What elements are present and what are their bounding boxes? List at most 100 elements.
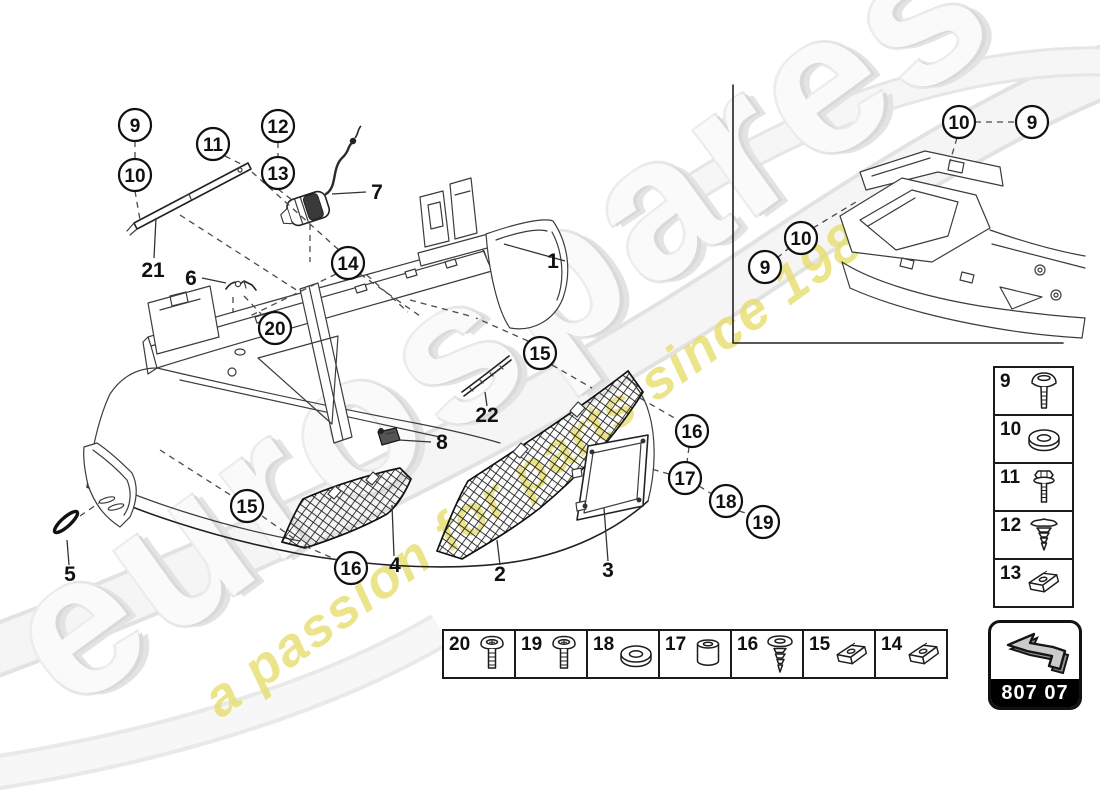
callout-10[interactable]: 10 [117, 157, 153, 193]
callout-19[interactable]: 19 [745, 504, 781, 540]
detail-callout-10-top[interactable]: 10 [941, 104, 977, 140]
callout-11[interactable]: 11 [195, 126, 231, 162]
side-fastener-legend: 9 10 11 12 13 [993, 366, 1074, 608]
callout-12[interactable]: 12 [260, 108, 296, 144]
button-head-screw-icon [1031, 372, 1057, 409]
part-21-trim-rail [126, 162, 252, 236]
part-5-strip [52, 509, 80, 535]
part-3-plate [571, 434, 649, 521]
legend-num: 12 [1000, 515, 1022, 536]
bumper-body-drawing [83, 177, 655, 568]
svg-text:9: 9 [1027, 113, 1038, 134]
svg-text:19: 19 [752, 513, 773, 534]
callout-13[interactable]: 13 [260, 155, 296, 191]
legend-cell-17[interactable]: 17 [658, 631, 730, 677]
svg-text:13: 13 [267, 164, 288, 185]
push-rivet-icon [1030, 518, 1058, 551]
callout-20[interactable]: 20 [257, 310, 293, 346]
svg-text:16: 16 [340, 559, 361, 580]
hex-flange-bolt-icon [1033, 470, 1055, 503]
svg-text:18: 18 [715, 492, 736, 513]
diagram-arrow-icon [991, 623, 1079, 679]
svg-text:16: 16 [681, 422, 702, 443]
legend-cell-19[interactable]: 19 [514, 631, 586, 677]
part-label-1: 1 [547, 250, 559, 273]
part-label-6: 6 [185, 267, 197, 290]
legend-num: 10 [1000, 419, 1022, 440]
part-label-5: 5 [64, 563, 76, 586]
svg-text:11: 11 [203, 135, 224, 156]
callout-9[interactable]: 9 [117, 107, 153, 143]
legend-num: 18 [593, 634, 615, 655]
page-code-box[interactable]: 807 07 [988, 620, 1082, 710]
callout-16-lower[interactable]: 16 [333, 550, 369, 586]
part-4-grille [280, 467, 413, 549]
callout-16-upper[interactable]: 16 [674, 413, 710, 449]
detail-view [732, 84, 1086, 344]
legend-num: 15 [809, 634, 831, 655]
washer-icon [620, 645, 652, 668]
callout-14[interactable]: 14 [330, 245, 366, 281]
part-label-7: 7 [371, 181, 383, 204]
tapping-screw-icon [767, 635, 793, 673]
legend-num: 19 [521, 634, 543, 655]
legend-row-10[interactable]: 10 [995, 414, 1072, 462]
svg-text:14: 14 [337, 254, 359, 275]
svg-text:12: 12 [267, 117, 288, 138]
washer-icon [1028, 429, 1060, 452]
part-label-21: 21 [141, 259, 165, 282]
part-2-grille [435, 369, 645, 560]
svg-text:9: 9 [130, 116, 141, 137]
page-code: 807 07 [991, 679, 1079, 707]
legend-num: 14 [881, 634, 903, 655]
part-label-8: 8 [436, 431, 448, 454]
svg-text:9: 9 [760, 258, 771, 279]
pan-head-screw-icon [480, 635, 504, 669]
callout-15-lower[interactable]: 15 [229, 488, 265, 524]
svg-text:15: 15 [236, 497, 258, 518]
legend-num: 17 [665, 634, 687, 655]
clip-nut-icon [1026, 568, 1061, 596]
legend-num: 13 [1000, 563, 1022, 584]
legend-row-12[interactable]: 12 [995, 510, 1072, 558]
legend-num: 9 [1000, 371, 1011, 392]
clip-nut-icon [834, 640, 869, 668]
part-13-actuator [280, 125, 362, 227]
detail-callout-10-side[interactable]: 10 [783, 220, 819, 256]
clip-nut-icon [906, 640, 941, 668]
callout-17[interactable]: 17 [667, 460, 703, 496]
detail-callout-9-side[interactable]: 9 [747, 249, 783, 285]
legend-cell-16[interactable]: 16 [730, 631, 802, 677]
part-6-bracket [225, 280, 257, 291]
svg-text:20: 20 [264, 319, 285, 340]
part-label-22: 22 [475, 404, 498, 427]
detail-callout-9-top[interactable]: 9 [1014, 104, 1050, 140]
legend-cell-14[interactable]: 14 [874, 631, 946, 677]
svg-text:10: 10 [948, 113, 969, 134]
part-label-4: 4 [389, 554, 401, 577]
legend-cell-18[interactable]: 18 [586, 631, 658, 677]
callout-15-upper[interactable]: 15 [522, 335, 558, 371]
legend-row-11[interactable]: 11 [995, 462, 1072, 510]
svg-text:10: 10 [124, 166, 145, 187]
legend-num: 20 [449, 634, 471, 655]
part-label-3: 3 [602, 559, 614, 582]
svg-text:17: 17 [674, 469, 695, 490]
legend-num: 16 [737, 634, 759, 655]
part-8-clip [377, 427, 401, 446]
leader-lines [66, 121, 1016, 566]
pan-head-screw-icon [552, 635, 576, 669]
svg-text:15: 15 [529, 344, 551, 365]
legend-row-9[interactable]: 9 [995, 368, 1072, 414]
legend-cell-20[interactable]: 20 [444, 631, 514, 677]
part-label-2: 2 [494, 563, 506, 586]
legend-row-13[interactable]: 13 [995, 558, 1072, 606]
callout-18[interactable]: 18 [708, 483, 744, 519]
legend-cell-15[interactable]: 15 [802, 631, 874, 677]
legend-num: 11 [1000, 467, 1021, 488]
svg-text:10: 10 [790, 229, 811, 250]
part-22-strip [461, 355, 512, 397]
